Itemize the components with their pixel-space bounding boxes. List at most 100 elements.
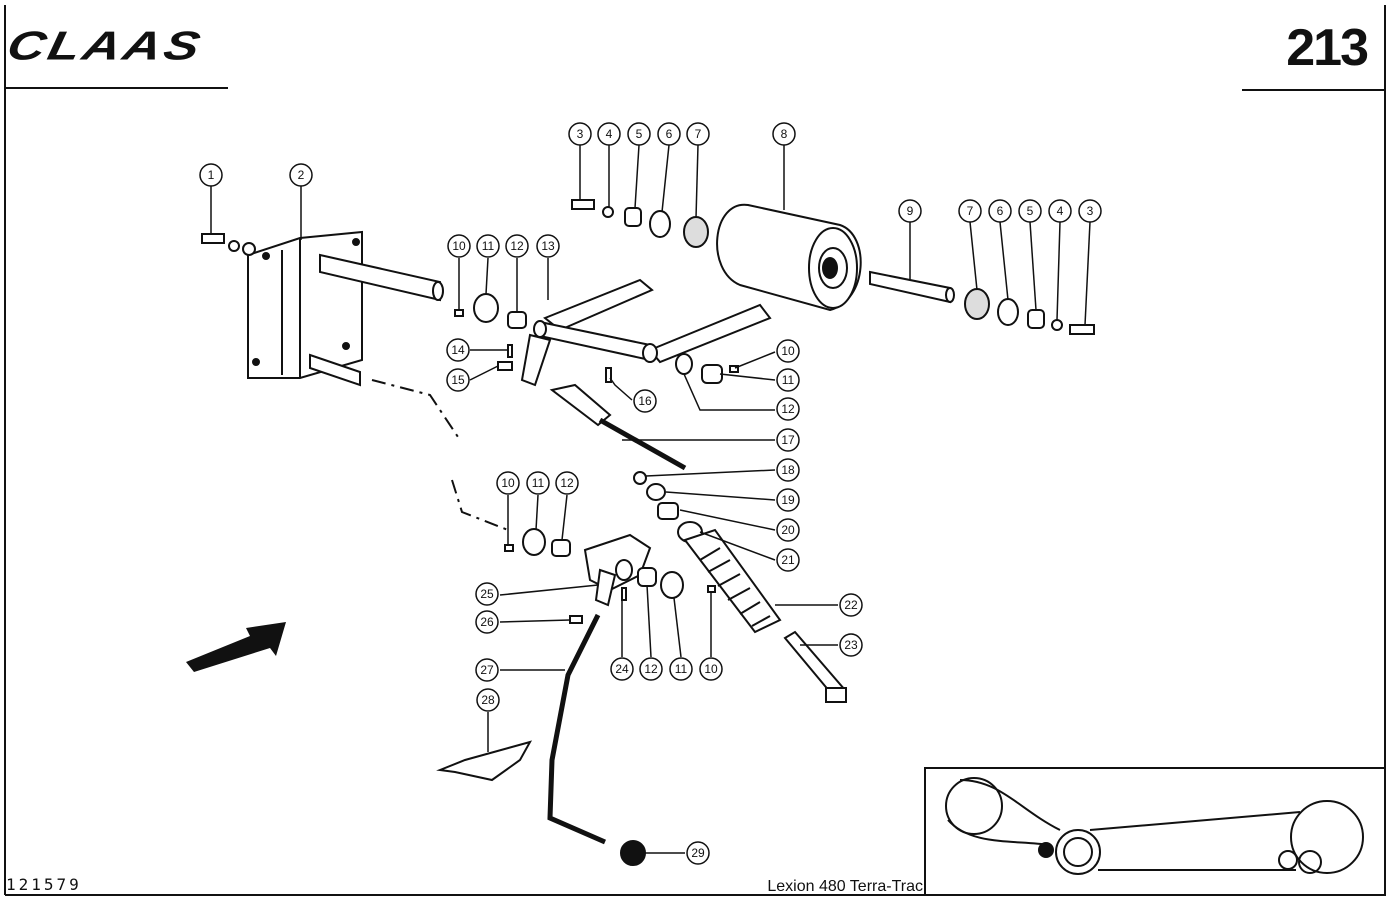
callout-label: 11 (482, 239, 495, 253)
callout-21 (776, 548, 800, 572)
tension-rod-assembly (549, 383, 847, 703)
callout-label: 12 (510, 239, 524, 253)
callout-27 (475, 658, 499, 682)
callout-10d (699, 657, 723, 681)
callout-4 (597, 122, 621, 146)
callout-10c (496, 471, 520, 495)
callout-label: 7 (695, 127, 702, 141)
drawing-number: 121579 (6, 875, 82, 894)
callout-1 (199, 163, 223, 187)
callout-label: 15 (451, 373, 465, 387)
callout-11c (526, 471, 550, 495)
callout-3b (1078, 199, 1102, 223)
callout-label: 14 (451, 343, 465, 357)
callout-6 (657, 122, 681, 146)
arm-bushings-top (454, 293, 739, 384)
callout-label: 3 (577, 127, 584, 141)
direction-arrow (186, 622, 286, 672)
callout-label: 17 (781, 433, 795, 447)
callout-label: 21 (781, 553, 795, 567)
bracket-assembly (247, 230, 444, 387)
callout-label: 6 (997, 204, 1004, 218)
leader-lines (210, 144, 1091, 854)
callout-label: 10 (781, 344, 795, 358)
callout-label: 22 (844, 598, 858, 612)
roller-hardware-left (571, 199, 709, 248)
callout-29 (686, 841, 710, 865)
callout-label: 13 (541, 239, 555, 253)
callout-label: 10 (452, 239, 466, 253)
callout-12b (776, 397, 800, 421)
callout-20 (776, 518, 800, 542)
callout-2 (289, 163, 313, 187)
callout-bubbles (199, 122, 1102, 865)
callout-label: 16 (638, 394, 652, 408)
callout-label: 27 (480, 663, 494, 677)
callout-19 (776, 488, 800, 512)
callout-18 (776, 458, 800, 482)
callout-14 (446, 338, 470, 362)
callout-label: 11 (532, 476, 545, 490)
callout-8 (772, 122, 796, 146)
callout-label: 12 (781, 402, 795, 416)
callout-label: 5 (1027, 204, 1034, 218)
callout-9 (898, 199, 922, 223)
track-inset-diagram (924, 767, 1386, 896)
swing-arm (520, 278, 772, 387)
track-roller (716, 203, 862, 312)
callout-label: 11 (782, 373, 795, 387)
callout-10a (447, 234, 471, 258)
callout-label: 20 (781, 523, 795, 537)
callout-label: 5 (636, 127, 643, 141)
callout-13 (536, 234, 560, 258)
callout-10b (776, 339, 800, 363)
callout-label: 19 (781, 493, 795, 507)
callout-4b (1048, 199, 1072, 223)
callout-12d (639, 657, 663, 681)
callout-label: 28 (481, 693, 495, 707)
callout-label: 12 (560, 476, 574, 490)
callout-25 (475, 582, 499, 606)
callout-7b (958, 199, 982, 223)
callout-5 (627, 122, 651, 146)
centerline (371, 379, 509, 531)
callout-label: 1 (208, 168, 215, 182)
page-number: 213 (1286, 19, 1369, 77)
callout-label: 11 (675, 662, 688, 676)
callout-label: 25 (480, 587, 494, 601)
callout-label: 8 (781, 127, 788, 141)
roller-hardware-right (964, 288, 1095, 335)
callout-label: 29 (691, 846, 705, 860)
callout-12a (505, 234, 529, 258)
part-1-bolt (201, 233, 256, 256)
callout-label: 26 (480, 615, 494, 629)
callout-label: 24 (615, 662, 629, 676)
callout-label: 2 (298, 168, 305, 182)
callout-16 (633, 389, 657, 413)
callout-label: 10 (704, 662, 718, 676)
callout-7 (686, 122, 710, 146)
callout-label: 12 (644, 662, 658, 676)
callout-11a (476, 234, 500, 258)
callout-label: 4 (1057, 204, 1064, 218)
callout-5b (1018, 199, 1042, 223)
callout-6b (988, 199, 1012, 223)
callout-label: 3 (1087, 204, 1094, 218)
callout-label: 10 (501, 476, 515, 490)
callout-24 (610, 657, 634, 681)
callout-11d (669, 657, 693, 681)
lever-assembly (436, 528, 716, 866)
model-name: Lexion 480 Terra-Trac (767, 878, 923, 895)
roller-axle (869, 270, 955, 304)
callout-12c (555, 471, 579, 495)
callout-26 (475, 610, 499, 634)
callout-numbers: 1 2 3 4 5 6 7 8 9 7 6 5 4 3 10 11 12 13 … (208, 127, 1094, 860)
callout-label: 9 (907, 204, 914, 218)
callout-label: 4 (606, 127, 613, 141)
callout-label: 23 (844, 638, 858, 652)
callout-15 (446, 368, 470, 392)
callout-23 (839, 633, 863, 657)
callout-22 (839, 593, 863, 617)
